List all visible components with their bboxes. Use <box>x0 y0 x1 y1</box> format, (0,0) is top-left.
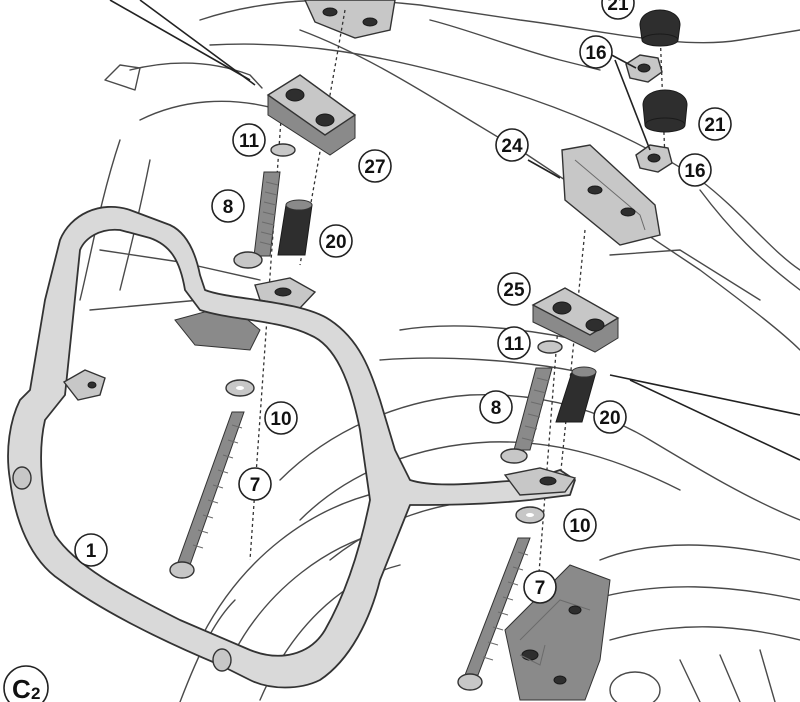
nut-16-bottom <box>635 144 673 173</box>
callout-21-top: 21 <box>601 0 635 20</box>
washer-10-left-hole <box>236 386 244 390</box>
callout-8-right: 8 <box>479 390 513 424</box>
svg-text:16: 16 <box>585 43 606 64</box>
svg-text:21: 21 <box>607 0 629 15</box>
callout-7-right: 7 <box>523 570 557 604</box>
callout-11-right: 11 <box>497 326 531 360</box>
callout-10-right: 10 <box>563 508 597 542</box>
svg-text:1: 1 <box>86 541 97 562</box>
svg-text:27: 27 <box>364 157 385 178</box>
callout-10-left: 10 <box>264 401 298 435</box>
svg-text:20: 20 <box>325 232 346 253</box>
callout-27: 27 <box>358 149 392 183</box>
svg-text:11: 11 <box>239 131 260 152</box>
long-bolt-7-left <box>169 411 245 579</box>
washer-10-right-hole <box>526 513 534 517</box>
pannier-frame-1 <box>7 205 577 689</box>
washer-11-right <box>537 340 563 354</box>
svg-text:C: C <box>12 674 31 702</box>
callout-8-left: 8 <box>211 189 245 223</box>
upper-mount-plate <box>304 0 396 39</box>
bolt-8-right <box>500 367 553 464</box>
svg-text:7: 7 <box>535 578 546 599</box>
long-bolt-7-right <box>457 537 531 691</box>
cap-nut-21-bottom <box>642 89 688 133</box>
bolt-8-left <box>233 171 281 269</box>
svg-text:20: 20 <box>599 408 620 429</box>
callout-20-right: 20 <box>593 400 627 434</box>
cap-nut-21-top <box>639 9 681 47</box>
rubber-block-25 <box>531 287 620 353</box>
leader-lines <box>109 0 800 461</box>
spacer-20-right <box>555 366 597 423</box>
svg-text:7: 7 <box>250 475 261 496</box>
motorcycle-bodywork <box>79 0 800 702</box>
callouts: 21 16 21 16 11 27 24 8 <box>74 0 732 604</box>
callout-25: 25 <box>497 272 531 306</box>
svg-text:2: 2 <box>31 684 40 702</box>
callout-20-left: 20 <box>319 224 353 258</box>
svg-text:11: 11 <box>504 334 525 355</box>
svg-text:8: 8 <box>491 398 502 419</box>
rubber-block-27 <box>266 74 357 156</box>
spacer-20-left <box>277 199 313 256</box>
svg-text:10: 10 <box>569 516 590 537</box>
nut-16-top <box>625 54 663 83</box>
callout-24: 24 <box>495 128 529 162</box>
svg-text:24: 24 <box>501 136 523 157</box>
svg-text:8: 8 <box>223 197 234 218</box>
callout-16-bottom: 16 <box>678 153 712 187</box>
frame-tab-upper <box>174 277 317 351</box>
callout-1: 1 <box>74 533 108 567</box>
washer-11-left <box>270 143 296 157</box>
callout-11-left: 11 <box>232 123 266 157</box>
lower-bracket <box>504 564 611 701</box>
svg-text:16: 16 <box>684 161 705 182</box>
svg-text:25: 25 <box>503 280 525 301</box>
callout-16-top: 16 <box>579 35 613 69</box>
callout-7-left: 7 <box>238 467 272 501</box>
callout-21-bottom: 21 <box>698 107 732 141</box>
figure-label: C 2 <box>3 665 49 702</box>
svg-text:21: 21 <box>704 115 726 136</box>
bracket-24 <box>561 144 661 246</box>
svg-text:10: 10 <box>270 409 291 430</box>
